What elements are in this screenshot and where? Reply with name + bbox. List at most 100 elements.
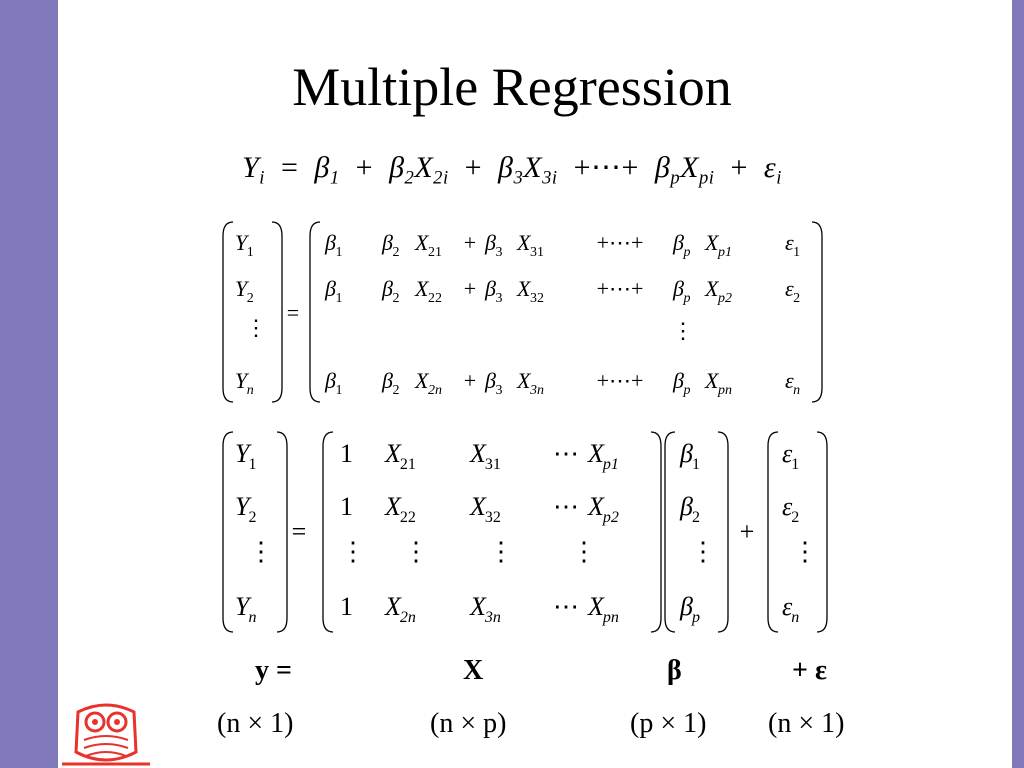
beta-term: β p [672,230,690,260]
ellipsis: ⋯ [553,439,579,468]
vdots: ⋮ [340,537,366,566]
x-term: X 2n [414,368,442,398]
paren-right [276,431,288,633]
epsilon-element: ε n [782,592,799,626]
error-term: ε n [785,368,800,398]
x-matrix-element: X 21 [384,439,416,473]
x-term: X pn [704,368,732,398]
vdots: ⋮ [690,537,716,566]
symbol-y: y = [255,655,292,686]
beta-term: β 1 [324,276,342,306]
owl-eye-left [84,711,106,733]
x-matrix-one: 1 [340,492,353,521]
x-matrix-element: X 2n [384,592,416,626]
beta-term: β p [672,276,690,306]
right-sidebar [1012,0,1024,768]
paren-right [717,431,729,633]
paren-left [222,221,234,403]
equals-sign: = [287,300,299,325]
ellipsis-term: +⋯+ [597,276,644,301]
x-matrix-one: 1 [340,592,353,621]
beta-term: β 1 [324,368,342,398]
x-matrix-element: X 22 [384,492,416,526]
x-term: X p2 [704,276,732,306]
slide-title: Multiple Regression [292,57,732,117]
owl-feathers [83,735,129,757]
regression-equation: Yi = β1 + β2X2i + β3X3i +⋯+ βpXpi + εi [242,151,782,189]
epsilon-element: ε 1 [782,439,799,473]
vdots: ⋮ [403,537,429,566]
ellipsis-term: +⋯+ [597,230,644,255]
x-matrix-element: X p2 [587,492,619,526]
paren-left [222,431,234,633]
beta-term: β 3 [484,276,502,306]
y-element: Y n [235,368,254,398]
x-matrix-element: X 3n [469,592,501,626]
owl-eye-right [106,711,128,733]
ellipsis: ⋯ [553,592,579,621]
epsilon-element: ε 2 [782,492,799,526]
vdots: ⋮ [792,537,818,566]
x-matrix-element: X p1 [587,439,619,473]
dimension-epsilon: (n × 1) [768,708,845,739]
beta-term: β p [672,368,690,398]
paren-right [650,431,662,633]
paren-left [767,431,779,633]
vdots: ⋮ [248,537,274,566]
dimension-beta: (p × 1) [630,708,707,739]
x-matrix-element: X 31 [469,439,501,473]
error-term: ε 2 [785,276,800,306]
plus-sign: + [464,276,476,301]
x-matrix-element: X pn [587,592,619,626]
owl-pupil-right [114,719,120,725]
ellipsis-term: +⋯+ [597,368,644,393]
paren-right [816,431,828,633]
owl-body [74,703,138,762]
vdots: ⋮ [488,537,514,566]
beta-term: β 3 [484,368,502,398]
x-term: X 3n [516,368,544,398]
x-term: X 32 [516,276,544,306]
paren-right [811,221,823,403]
paren-right [271,221,283,403]
vdots: ⋮ [672,318,694,343]
beta-term: β 2 [381,368,399,398]
plus-sign: + [464,368,476,393]
y-element: Y 2 [235,492,256,526]
owl-logo-icon [62,703,150,766]
error-term: ε 1 [785,230,800,260]
y-element: Y 1 [235,439,256,473]
y-element: Y 1 [235,230,254,260]
symbol-epsilon: + ε [792,655,827,686]
x-matrix-element: X 32 [469,492,501,526]
paren-left [309,221,321,403]
y-element: Y n [235,592,256,626]
dimension-y: (n × 1) [217,708,294,739]
vdots: ⋮ [571,537,597,566]
beta-term: β 1 [324,230,342,260]
beta-element: β p [679,592,700,626]
beta-element: β 2 [679,492,700,526]
dimension-x: (n × p) [430,708,507,739]
ellipsis: ⋯ [553,492,579,521]
beta-element: β 1 [679,439,700,473]
x-term: X 22 [414,276,442,306]
paren-left [664,431,676,633]
beta-term: β 3 [484,230,502,260]
x-matrix-one: 1 [340,439,353,468]
beta-term: β 2 [381,230,399,260]
left-sidebar [0,0,58,768]
vdots: ⋮ [245,315,267,340]
beta-term: β 2 [381,276,399,306]
y-element: Y 2 [235,276,254,306]
owl-pupil-left [92,719,98,725]
equals-sign: = [292,517,307,546]
plus-sign: + [464,230,476,255]
symbol-x: X [463,655,484,686]
x-term: X 31 [516,230,544,260]
x-term: X 21 [414,230,442,260]
paren-left [322,431,334,633]
symbol-beta: β [667,655,682,686]
x-term: X p1 [704,230,732,260]
